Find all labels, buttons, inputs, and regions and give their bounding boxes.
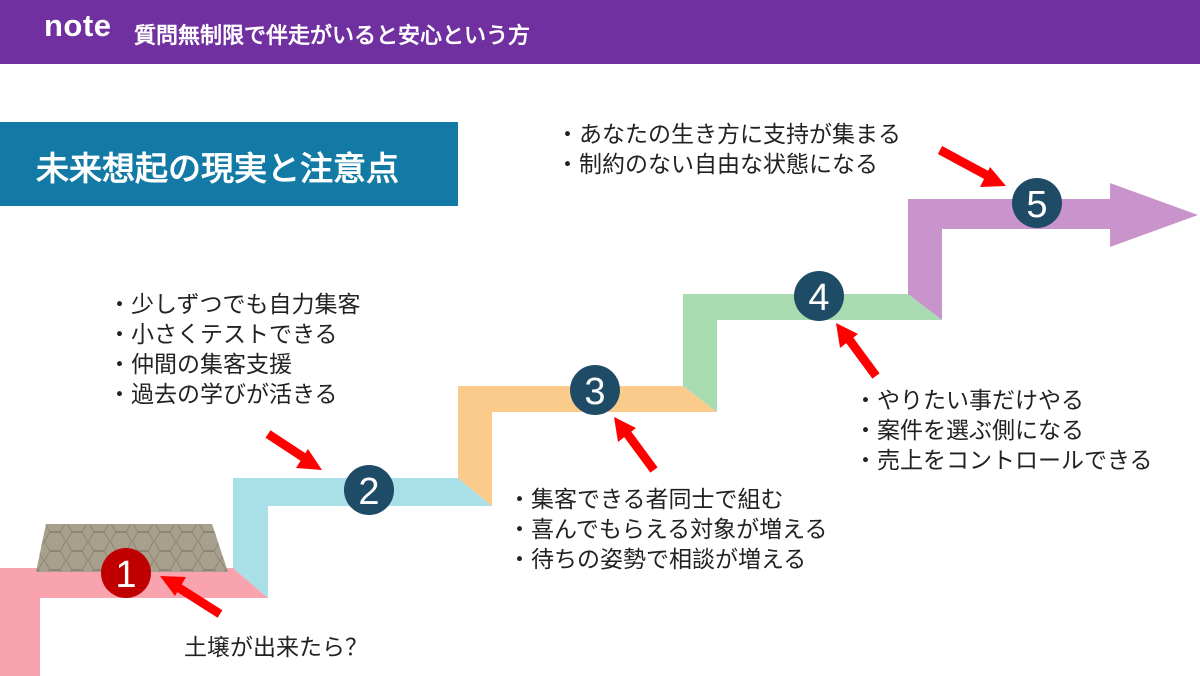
step-4-notes: ・やりたい事だけやる ・案件を選ぶ側になる ・売上をコントロールできる [854,386,1153,476]
step-5-note-2: ・制約のない自由な状態になる [556,152,878,178]
step-4-note-2: ・案件を選ぶ側になる [854,418,1084,444]
step-2-note-4: ・過去の学びが活きる [108,382,338,408]
slide-title: 未来想起の現実と注意点 [36,149,399,188]
step-2-badge: 2 [344,465,394,515]
step-5-circle [1012,178,1062,228]
title-box: 未来想起の現実と注意点 [0,122,458,206]
step-2-circle [344,465,394,515]
step-5-badge: 5 [1012,178,1062,228]
step-2-number: 2 [358,471,379,513]
step-2-note-1: ・少しずつでも自力集客 [108,292,361,318]
step-1-note-1: 土壌が出来たら？ [184,635,368,661]
step-3-number: 3 [584,371,605,413]
pointer-arrows [160,146,1006,618]
step-5-arrow [908,183,1198,320]
step-4-number: 4 [808,277,829,319]
step-5-notes: ・あなたの生き方に支持が集まる ・制約のない自由な状態になる [556,120,901,180]
header-bar: note 質問無制限で伴走がいると安心という方 [0,0,1200,64]
step-2-notes: ・少しずつでも自力集客 ・小さくテストできる ・仲間の集客支援 ・過去の学びが活… [108,290,361,410]
step-5-number: 5 [1026,184,1047,226]
stone-platform-pattern [36,524,228,572]
step-3-note-3: ・待ちの姿勢で相談が増える [508,547,807,573]
step-4-note-3: ・売上をコントロールできる [854,448,1153,474]
step-4-badge: 4 [794,271,844,321]
step-2-note-2: ・小さくテストできる [108,322,338,348]
step-1-number: 1 [115,554,136,596]
step-5-note-1: ・あなたの生き方に支持が集まる [556,122,901,148]
arrow-to-step-1 [160,576,223,618]
arrow-to-step-3 [614,417,658,473]
step-4-circle [794,271,844,321]
step-1-path [0,568,268,676]
arrow-to-step-4 [836,323,880,379]
step-3-note-1: ・集客できる者同士で組む [508,487,784,513]
step-3-notes: ・集客できる者同士で組む ・喜んでもらえる対象が増える ・待ちの姿勢で相談が増え… [508,485,827,575]
step-3-note-2: ・喜んでもらえる対象が増える [508,517,828,543]
brand-logo: note [44,8,112,43]
step-4-note-1: ・やりたい事だけやる [854,388,1084,414]
arrow-to-step-2 [265,430,322,470]
step-2-note-3: ・仲間の集客支援 [108,352,292,378]
step-3-badge: 3 [570,365,620,415]
step-1-badge: 1 [101,548,151,598]
header-subtitle: 質問無制限で伴走がいると安心という方 [134,24,531,49]
step-1-notes: 土壌が出来たら？ [184,633,368,663]
step-1-circle [101,548,151,598]
arrow-to-step-5 [937,146,1006,187]
step-3-circle [570,365,620,415]
